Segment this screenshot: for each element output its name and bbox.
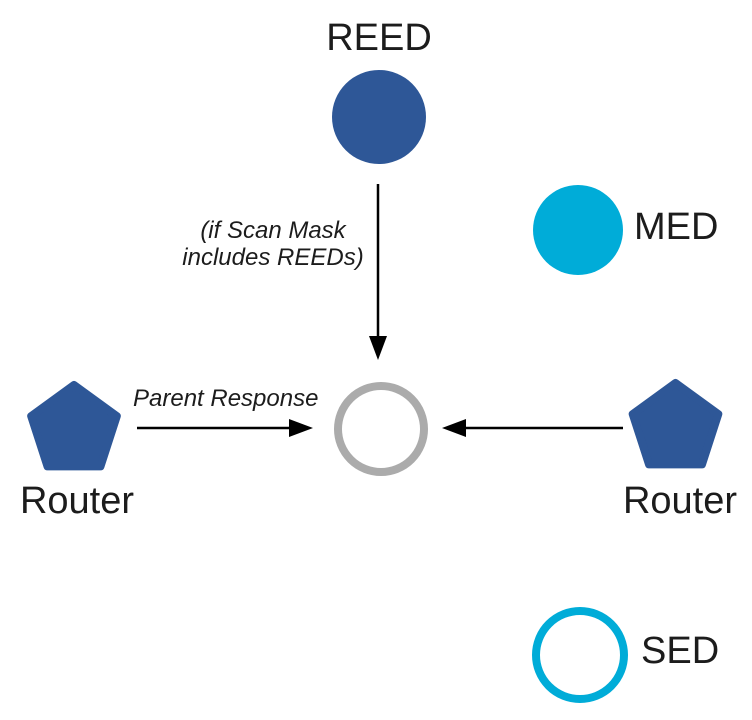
sed-label: SED: [641, 630, 720, 672]
arrow-reed-to-joiner: [369, 184, 387, 360]
sed-node-circle: [532, 607, 628, 703]
arrow-reed-head: [369, 336, 387, 360]
arrow-right-head: [442, 419, 466, 437]
med-label: MED: [634, 206, 719, 248]
joiner-node-circle: [334, 382, 428, 476]
reed-node-circle: [332, 70, 426, 164]
router-right-label: Router: [622, 480, 738, 522]
med-node-circle: [533, 185, 623, 275]
parent-response-label: Parent Response: [133, 385, 319, 412]
router-right-pentagon: [628, 379, 723, 469]
arrow-router-left-to-joiner: [137, 419, 313, 437]
reed-label: REED: [326, 17, 432, 59]
arrow-router-right-to-joiner: [442, 419, 623, 437]
router-left-pentagon: [27, 381, 121, 471]
router-left-label: Router: [19, 480, 135, 522]
scan-mask-note: (if Scan Mask includes REEDs): [182, 217, 364, 271]
arrow-left-head: [289, 419, 313, 437]
